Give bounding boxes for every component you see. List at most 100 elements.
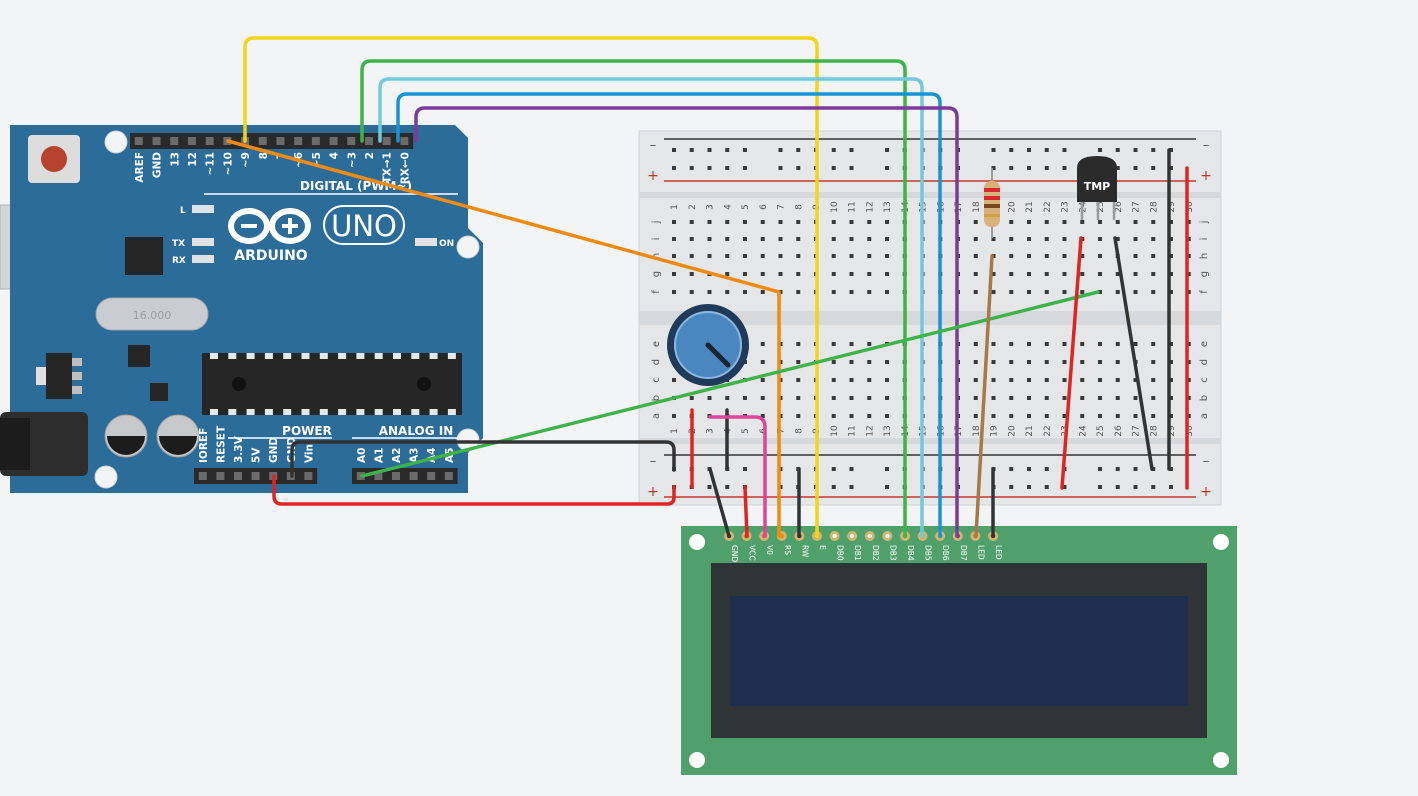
rail-hole[interactable] bbox=[689, 166, 694, 170]
breadboard-hole[interactable] bbox=[1009, 254, 1014, 258]
breadboard-hole[interactable] bbox=[743, 396, 747, 400]
breadboard-hole[interactable] bbox=[831, 360, 836, 364]
resistor[interactable] bbox=[984, 168, 1000, 238]
rail-hole[interactable] bbox=[743, 166, 747, 170]
rail-hole[interactable] bbox=[1169, 148, 1173, 152]
breadboard-hole[interactable] bbox=[1009, 220, 1014, 224]
wire-purple[interactable] bbox=[414, 106, 959, 538]
breadboard-hole[interactable] bbox=[689, 237, 694, 241]
breadboard-hole[interactable] bbox=[1009, 360, 1014, 364]
header-pin[interactable] bbox=[258, 137, 267, 145]
wire-lightblue[interactable] bbox=[378, 77, 924, 538]
breadboard-hole[interactable] bbox=[849, 220, 854, 224]
breadboard-hole[interactable] bbox=[672, 290, 676, 294]
breadboard-hole[interactable] bbox=[867, 290, 872, 294]
breadboard-hole[interactable] bbox=[885, 414, 889, 418]
header-pin[interactable] bbox=[311, 137, 320, 145]
rail-hole[interactable] bbox=[1009, 166, 1014, 170]
breadboard-hole[interactable] bbox=[1098, 290, 1102, 294]
breadboard-hole[interactable] bbox=[1133, 237, 1138, 241]
breadboard-hole[interactable] bbox=[1115, 378, 1120, 382]
breadboard-hole[interactable] bbox=[1151, 396, 1156, 400]
breadboard-hole[interactable] bbox=[849, 290, 854, 294]
breadboard-hole[interactable] bbox=[743, 220, 747, 224]
breadboard-hole[interactable] bbox=[885, 220, 889, 224]
header-pin[interactable] bbox=[444, 472, 453, 480]
breadboard-hole[interactable] bbox=[1027, 290, 1031, 294]
rail-hole[interactable] bbox=[743, 467, 747, 471]
breadboard-hole[interactable] bbox=[1027, 254, 1031, 258]
rail-hole[interactable] bbox=[991, 148, 996, 152]
breadboard-hole[interactable] bbox=[1062, 414, 1067, 418]
wire-pink[interactable] bbox=[708, 415, 767, 538]
breadboard-hole[interactable] bbox=[1098, 360, 1102, 364]
wire-black-sensor[interactable] bbox=[1113, 236, 1154, 471]
wire-brown[interactable] bbox=[974, 254, 994, 538]
breadboard-hole[interactable] bbox=[991, 342, 996, 346]
breadboard-hole[interactable] bbox=[760, 360, 765, 364]
rail-hole[interactable] bbox=[885, 148, 889, 152]
rail-hole[interactable] bbox=[1115, 467, 1120, 471]
rail-hole[interactable] bbox=[725, 485, 730, 489]
breadboard-hole[interactable] bbox=[1098, 396, 1102, 400]
rail-hole[interactable] bbox=[1169, 485, 1173, 489]
breadboard-hole[interactable] bbox=[1062, 254, 1067, 258]
breadboard-hole[interactable] bbox=[1133, 220, 1138, 224]
breadboard-hole[interactable] bbox=[973, 254, 978, 258]
breadboard-hole[interactable] bbox=[973, 396, 978, 400]
breadboard-hole[interactable] bbox=[1115, 272, 1120, 276]
breadboard-hole[interactable] bbox=[760, 396, 765, 400]
breadboard-hole[interactable] bbox=[867, 378, 872, 382]
breadboard-hole[interactable] bbox=[725, 237, 730, 241]
rail-hole[interactable] bbox=[831, 467, 836, 471]
breadboard-hole[interactable] bbox=[1169, 396, 1173, 400]
breadboard-hole[interactable] bbox=[796, 254, 801, 258]
rail-hole[interactable] bbox=[1169, 166, 1173, 170]
breadboard-hole[interactable] bbox=[831, 290, 836, 294]
wire-orange[interactable] bbox=[226, 139, 781, 538]
breadboard-hole[interactable] bbox=[849, 396, 854, 400]
breadboard-hole[interactable] bbox=[849, 360, 854, 364]
breadboard-hole[interactable] bbox=[760, 378, 765, 382]
breadboard-hole[interactable] bbox=[1080, 378, 1085, 382]
breadboard-hole[interactable] bbox=[867, 220, 872, 224]
rail-hole[interactable] bbox=[689, 148, 694, 152]
header-pin[interactable] bbox=[276, 137, 285, 145]
breadboard-hole[interactable] bbox=[1169, 378, 1173, 382]
breadboard-hole[interactable] bbox=[885, 290, 889, 294]
rail-hole[interactable] bbox=[831, 485, 836, 489]
rail-hole[interactable] bbox=[1133, 467, 1138, 471]
breadboard-hole[interactable] bbox=[689, 396, 694, 400]
wire-red-sensor[interactable] bbox=[1060, 236, 1083, 490]
breadboard-hole[interactable] bbox=[1133, 290, 1138, 294]
header-pin[interactable] bbox=[364, 137, 373, 145]
breadboard-hole[interactable] bbox=[1133, 378, 1138, 382]
rail-hole[interactable] bbox=[1133, 485, 1138, 489]
rail-hole[interactable] bbox=[778, 148, 783, 152]
breadboard-hole[interactable] bbox=[1151, 272, 1156, 276]
breadboard-hole[interactable] bbox=[1115, 414, 1120, 418]
header-pin[interactable] bbox=[170, 137, 179, 145]
breadboard-hole[interactable] bbox=[760, 237, 765, 241]
breadboard-hole[interactable] bbox=[672, 378, 676, 382]
breadboard-hole[interactable] bbox=[1151, 360, 1156, 364]
breadboard-hole[interactable] bbox=[760, 414, 765, 418]
breadboard-hole[interactable] bbox=[778, 254, 783, 258]
rail-hole[interactable] bbox=[885, 485, 889, 489]
rail-hole[interactable] bbox=[743, 148, 747, 152]
breadboard-hole[interactable] bbox=[725, 254, 730, 258]
rail-hole[interactable] bbox=[1098, 485, 1102, 489]
rail-hole[interactable] bbox=[1151, 485, 1156, 489]
breadboard-hole[interactable] bbox=[1151, 414, 1156, 418]
breadboard-hole[interactable] bbox=[885, 254, 889, 258]
rail-hole[interactable] bbox=[1098, 148, 1102, 152]
breadboard-hole[interactable] bbox=[1044, 360, 1049, 364]
rail-hole[interactable] bbox=[1044, 148, 1049, 152]
breadboard-hole[interactable] bbox=[725, 220, 730, 224]
breadboard-hole[interactable] bbox=[1133, 396, 1138, 400]
rail-hole[interactable] bbox=[885, 166, 889, 170]
header-pin[interactable] bbox=[329, 137, 338, 145]
breadboard-hole[interactable] bbox=[1027, 342, 1031, 346]
